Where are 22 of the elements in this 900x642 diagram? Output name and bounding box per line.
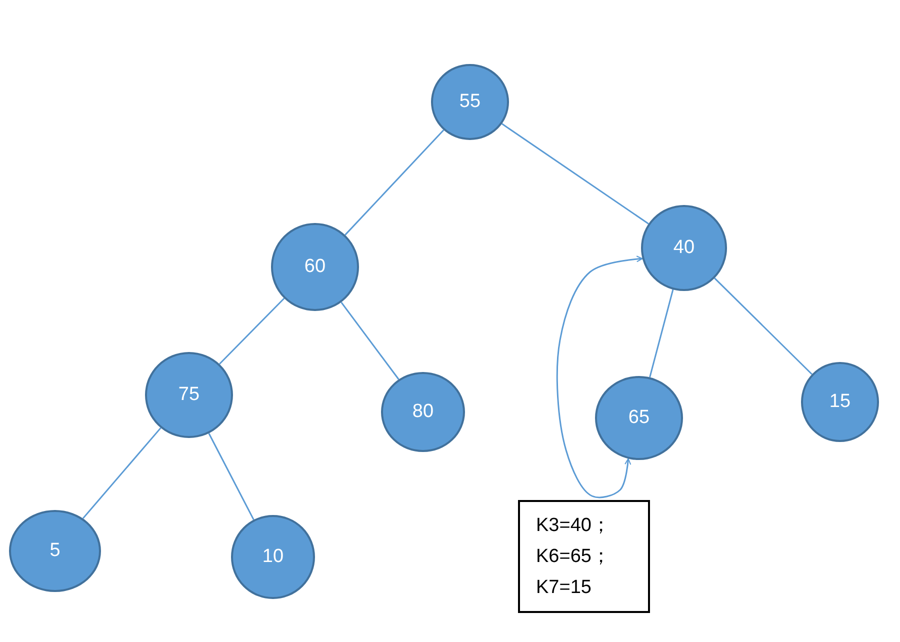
tree-edge xyxy=(344,130,444,236)
node-value: 55 xyxy=(459,91,481,113)
node-value: 60 xyxy=(304,256,326,278)
tree-edge xyxy=(502,123,649,224)
tree-edge xyxy=(82,427,162,519)
node-value: 40 xyxy=(673,237,695,259)
node-value: 5 xyxy=(50,540,60,562)
node-value: 75 xyxy=(178,384,200,406)
note-text: K6=65； xyxy=(536,545,610,569)
curved-arrow xyxy=(556,256,643,498)
tree-edge xyxy=(714,278,812,375)
note-box xyxy=(518,500,650,613)
node-value: 10 xyxy=(262,546,284,568)
tree-edge xyxy=(649,289,674,378)
note-text: K7=15 xyxy=(536,576,592,600)
tree-edge xyxy=(340,302,400,380)
tree-edge xyxy=(208,433,254,520)
tree-edge xyxy=(218,298,285,365)
node-value: 65 xyxy=(628,407,650,429)
node-value: 15 xyxy=(829,391,851,413)
node-value: 80 xyxy=(412,401,434,423)
note-text: K3=40； xyxy=(536,514,610,538)
